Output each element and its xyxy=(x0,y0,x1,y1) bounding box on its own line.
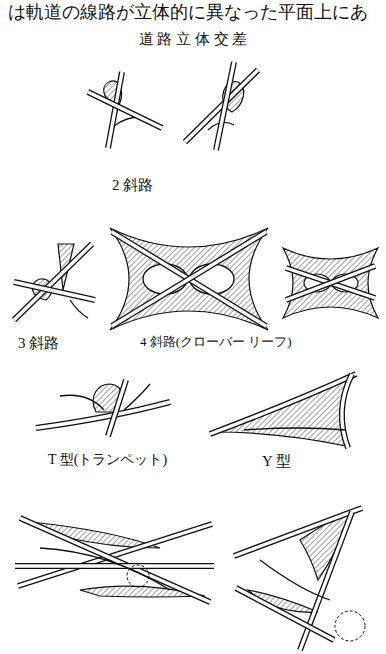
y-type-interchange xyxy=(210,374,356,448)
figure-label: 3 斜路 xyxy=(18,334,59,352)
figure-label: Y 型 xyxy=(262,452,291,470)
trumpet-interchange xyxy=(36,380,170,436)
figure-label: T 型(トランペット) xyxy=(48,452,167,469)
body-text-line: は軌道の線路が立体的に異なった平面上にあ xyxy=(8,2,368,24)
directional-interchange-b xyxy=(234,508,365,650)
two-ramp-interchange-a xyxy=(88,72,162,148)
three-ramp-interchange xyxy=(14,244,95,320)
cloverleaf-interchange-large xyxy=(110,228,268,330)
directional-interchange-a xyxy=(15,518,214,602)
two-ramp-interchange-b xyxy=(185,62,258,150)
figure-title: 道 路 立 体 交 差 xyxy=(139,30,248,48)
figure-label: 4 斜路(クローバー リーフ) xyxy=(140,334,292,350)
figure-label: 2 斜路 xyxy=(112,176,153,194)
cloverleaf-interchange-small xyxy=(283,248,378,318)
